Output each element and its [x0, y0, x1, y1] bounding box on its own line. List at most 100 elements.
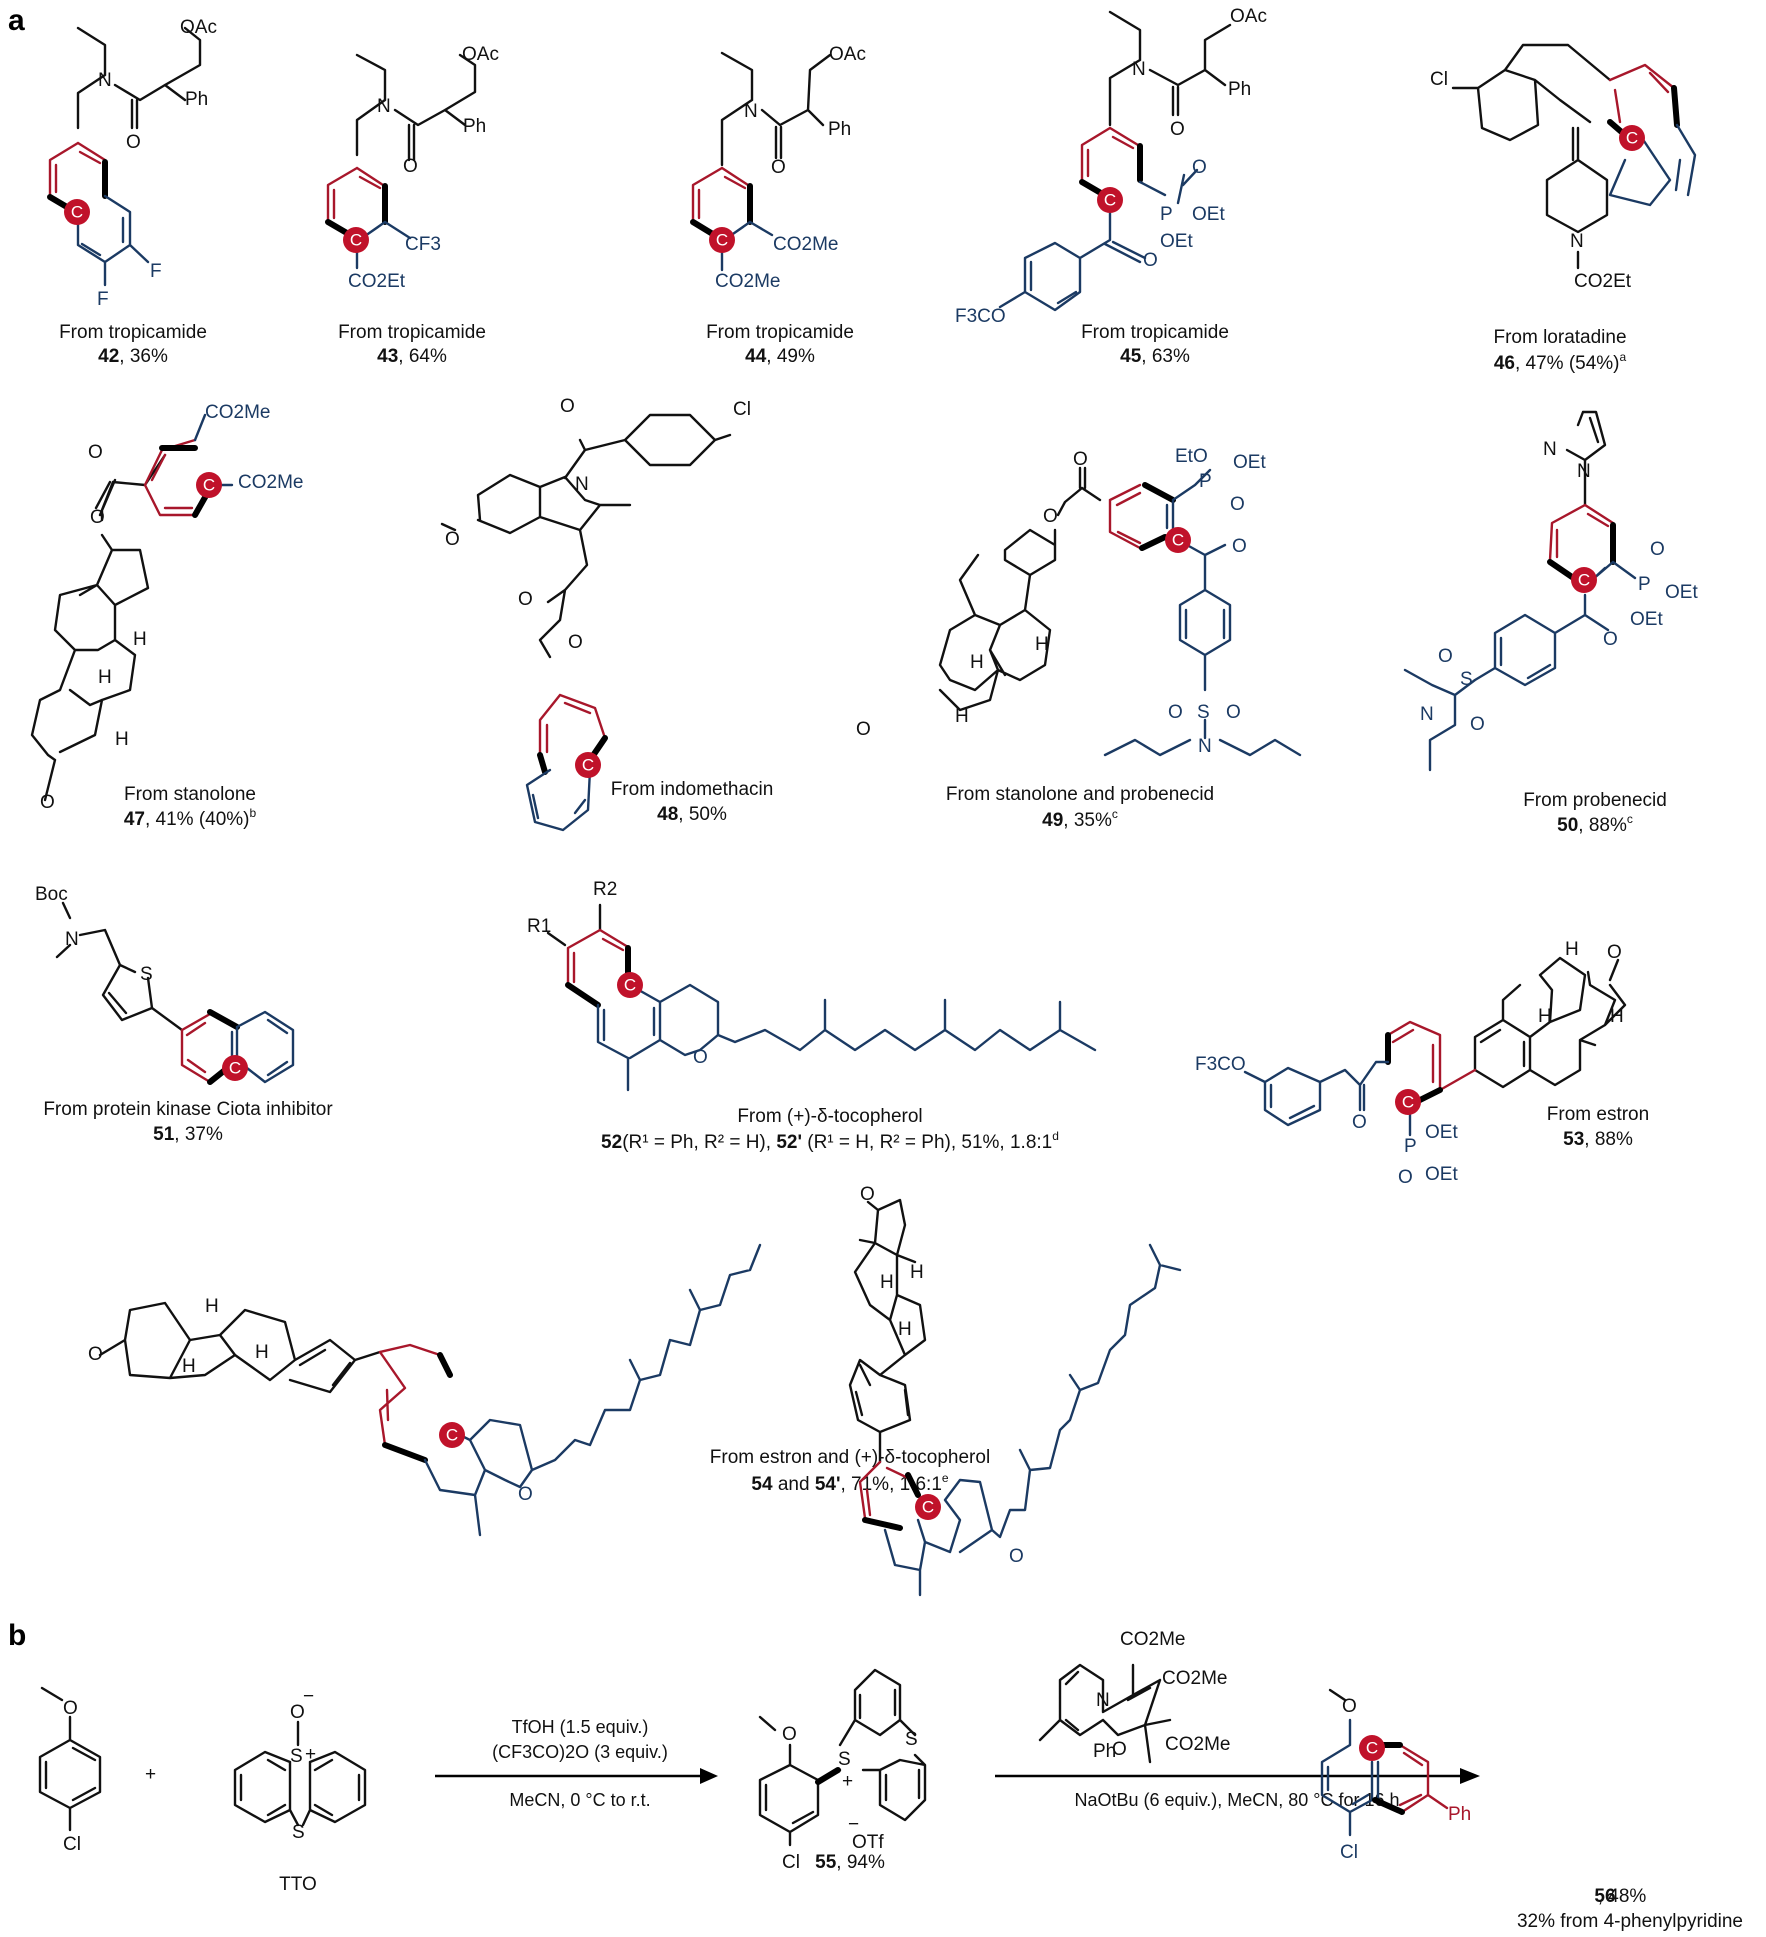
reagent-tto-label: TTO [279, 1874, 317, 1895]
compound-54-prime: O H H H O C [848, 1184, 1182, 1597]
svg-text:From indomethacin: From indomethacin [611, 779, 774, 800]
svg-text:CO2Me: CO2Me [715, 271, 780, 292]
compound-53: O H H H F3CO O P OEt OEt O C From estron… [1195, 939, 1649, 1188]
reaction-arrow-2: NaOtBu (6 equiv.), MeCN, 80 °C for 16 h [995, 1768, 1480, 1810]
svg-text:Ph: Ph [1093, 1741, 1116, 1762]
svg-text:O: O [88, 442, 103, 463]
svg-text:48, 50%: 48, 50% [657, 804, 727, 825]
svg-text:H: H [205, 1296, 219, 1317]
svg-text:Cl: Cl [63, 1834, 81, 1855]
svg-text:51, 37%: 51, 37% [153, 1124, 223, 1145]
plus-sign: + [145, 1764, 156, 1785]
svg-text:56: 56 [1594, 1886, 1615, 1907]
svg-text:C: C [1578, 571, 1590, 590]
svg-text:CO2Me: CO2Me [1165, 1734, 1230, 1755]
svg-text:S: S [838, 1749, 851, 1770]
compound-47: O O CO2Me CO2Me C H H H O From stanolone… [30, 402, 303, 830]
svg-text:53, 88%: 53, 88% [1563, 1129, 1633, 1150]
svg-text:OEt: OEt [1233, 452, 1266, 473]
svg-text:H: H [955, 706, 969, 727]
svg-text:O: O [1342, 1696, 1357, 1717]
svg-text:O: O [40, 792, 55, 813]
svg-text:47, 41% (40%)b: 47, 41% (40%)b [124, 806, 257, 830]
panel-label-a: a [8, 4, 25, 37]
compound-43: N OAc Ph O CF3 CO2Et C From tropicamide … [325, 44, 499, 367]
svg-text:OEt: OEt [1425, 1122, 1458, 1143]
compound-49: O O H H H O EtO OEt P O O O S O N C From… [856, 446, 1302, 831]
svg-text:C: C [1402, 1093, 1414, 1112]
svg-text:O: O [1398, 1167, 1413, 1188]
svg-text:N: N [1420, 704, 1434, 725]
svg-text:N: N [1198, 736, 1212, 757]
svg-text:Ph: Ph [185, 89, 208, 110]
svg-text:+: + [842, 1771, 853, 1792]
compound-44: N OAc Ph O CO2Me CO2Me C From tropicamid… [690, 44, 866, 367]
svg-text:N: N [1577, 461, 1591, 482]
svg-text:(CF3CO)2O (3 equiv.): (CF3CO)2O (3 equiv.) [492, 1742, 668, 1762]
svg-text:S: S [292, 1822, 305, 1843]
svg-text:N: N [744, 101, 758, 122]
svg-text:From tropicamide: From tropicamide [706, 322, 854, 343]
svg-text:C: C [203, 476, 215, 495]
svg-text:S: S [905, 1729, 918, 1750]
svg-text:H: H [255, 1342, 269, 1363]
svg-text:OEt: OEt [1630, 609, 1663, 630]
compound-48: O Cl N O O O C From indomethacin 48, 50% [440, 396, 774, 832]
svg-text:From estron: From estron [1547, 1104, 1649, 1125]
svg-text:S: S [1197, 702, 1210, 723]
svg-text:C: C [1366, 1739, 1378, 1758]
svg-text:P: P [1199, 471, 1212, 492]
svg-text:+: + [305, 1744, 316, 1765]
svg-text:From stanolone: From stanolone [124, 784, 256, 805]
svg-text:Boc: Boc [35, 884, 68, 905]
svg-text:O: O [1143, 250, 1158, 271]
svg-text:CO2Me: CO2Me [238, 472, 303, 493]
svg-text:OAc: OAc [180, 17, 217, 38]
compound-yield: 42, 36% [98, 346, 168, 367]
svg-text:H: H [1538, 1006, 1552, 1027]
svg-text:N: N [377, 96, 391, 117]
svg-text:N: N [575, 474, 589, 495]
svg-text:R2: R2 [593, 879, 617, 900]
svg-text:CO2Et: CO2Et [1574, 271, 1632, 292]
svg-text:P: P [1160, 204, 1173, 225]
svg-text:O: O [1352, 1112, 1367, 1133]
reagent-tto: O − S + S TTO [233, 1686, 367, 1895]
svg-text:MeCN, 0 °C to r.t.: MeCN, 0 °C to r.t. [509, 1790, 650, 1810]
svg-text:N: N [1543, 439, 1557, 460]
svg-text:O: O [1009, 1546, 1024, 1567]
svg-text:O: O [1438, 646, 1453, 667]
svg-text:Ph: Ph [463, 116, 486, 137]
svg-text:O: O [63, 1698, 78, 1719]
intermediate-55: O S + S − OTf Cl 55, 94% [758, 1668, 927, 1873]
svg-text:O: O [782, 1724, 797, 1745]
svg-text:TfOH (1.5 equiv.): TfOH (1.5 equiv.) [512, 1717, 649, 1737]
compound-54-source: From estron and (+)-δ-tocopherol [710, 1447, 990, 1468]
svg-text:O: O [126, 132, 141, 153]
svg-text:OAc: OAc [829, 44, 866, 65]
svg-text:F3CO: F3CO [955, 306, 1006, 327]
svg-text:H: H [133, 629, 147, 650]
svg-text:46, 47% (54%)a: 46, 47% (54%)a [1494, 350, 1627, 374]
svg-text:CO2Me: CO2Me [773, 234, 838, 255]
svg-text:H: H [970, 652, 984, 673]
svg-text:O: O [1112, 1739, 1127, 1760]
svg-text:OAc: OAc [462, 44, 499, 65]
svg-text:O: O [403, 156, 418, 177]
svg-text:C: C [446, 1426, 458, 1445]
svg-text:R1: R1 [527, 916, 551, 937]
svg-text:From probenecid: From probenecid [1523, 790, 1667, 811]
svg-text:N: N [1570, 231, 1584, 252]
svg-text:O: O [560, 396, 575, 417]
svg-text:O: O [1232, 536, 1247, 557]
svg-text:CF3: CF3 [405, 234, 441, 255]
svg-text:From loratadine: From loratadine [1493, 327, 1626, 348]
svg-text:O: O [1230, 494, 1245, 515]
svg-text:−: − [848, 1814, 859, 1835]
svg-text:From tropicamide: From tropicamide [338, 322, 486, 343]
svg-text:CO2Me: CO2Me [1120, 1629, 1185, 1650]
svg-text:O: O [1470, 714, 1485, 735]
svg-text:O: O [518, 1484, 533, 1505]
svg-text:OTf: OTf [852, 1832, 884, 1853]
svg-text:C: C [350, 231, 362, 250]
